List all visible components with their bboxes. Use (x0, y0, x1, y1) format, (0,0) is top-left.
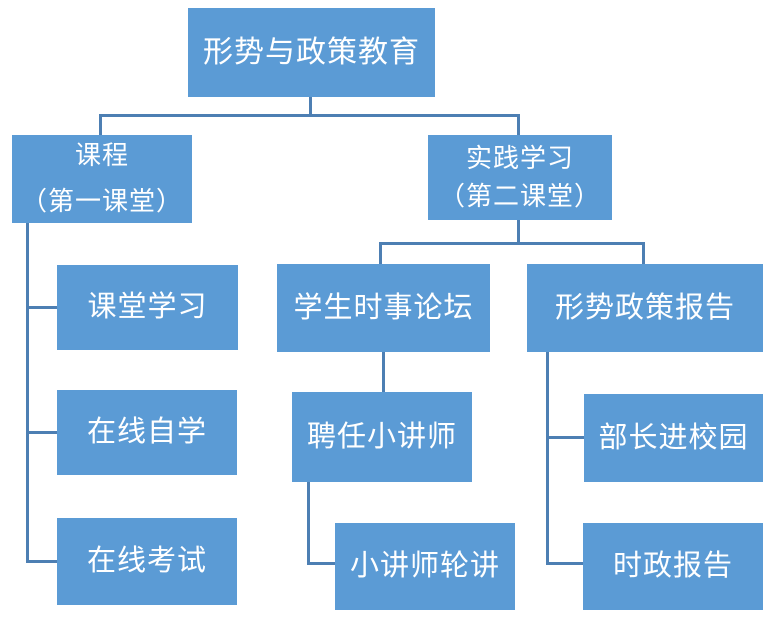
connector-appoint-stub (307, 482, 310, 565)
connector-tick-current-politics (546, 562, 583, 565)
connector-drop-to-forum (379, 242, 382, 264)
node-practical-learning-second-classroom: 实践学习 （第二课堂） (428, 135, 612, 220)
connector-drop-to-course (99, 114, 102, 135)
connector-tick-ministers (546, 436, 584, 439)
connector-practical-stub (517, 220, 520, 245)
node-ministers-on-campus: 部长进校园 (584, 394, 763, 482)
node-situation-policy-report: 形势政策报告 (527, 264, 763, 352)
node-online-self-study: 在线自学 (57, 390, 237, 475)
node-student-current-affairs-forum: 学生时事论坛 (277, 264, 490, 352)
node-online-exam: 在线考试 (57, 518, 237, 605)
connector-course-spine (26, 223, 29, 563)
node-course-first-classroom: 课程 （第一课堂） (12, 135, 192, 223)
node-current-politics-report: 时政报告 (583, 523, 763, 610)
connector-tick-online-self-study (26, 431, 57, 434)
connector-top-horizontal (99, 114, 520, 117)
connector-drop-to-practical (517, 114, 520, 135)
connector-elbow-to-rotation (307, 562, 335, 565)
node-classroom-learning: 课堂学习 (57, 265, 238, 350)
connector-practical-horizontal (379, 242, 645, 245)
connector-tick-classroom-learning (26, 306, 57, 309)
connector-root-stub (309, 97, 312, 116)
node-situation-policy-education: 形势与政策教育 (188, 8, 435, 97)
node-appoint-junior-lecturers: 聘任小讲师 (292, 392, 472, 482)
connector-report-spine (546, 352, 549, 565)
connector-drop-to-report (642, 242, 645, 264)
node-junior-lecturer-rotation: 小讲师轮讲 (335, 523, 515, 610)
connector-forum-to-appoint (382, 352, 385, 392)
connector-tick-online-exam (26, 560, 57, 563)
